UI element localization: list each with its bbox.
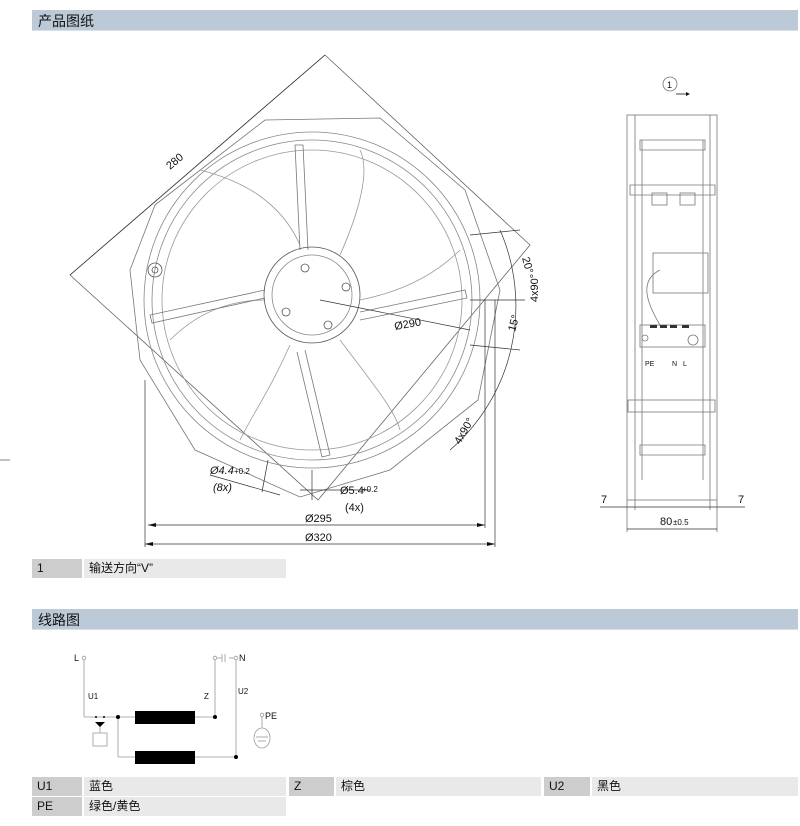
label-u2: U2 <box>238 687 249 696</box>
dim-20deg: 20° <box>519 256 535 275</box>
svg-text:(8x): (8x) <box>213 482 232 494</box>
label-u1: U1 <box>88 692 99 701</box>
dim-290: Ø290 <box>393 316 422 332</box>
hub <box>263 246 361 344</box>
section-header-drawing: 产品图纸 <box>32 10 798 31</box>
wire-key: U1 <box>32 777 82 796</box>
section-header-wiring: 线路图 <box>32 609 798 630</box>
svg-text:±0.5: ±0.5 <box>673 518 689 527</box>
housing-ring <box>143 131 481 469</box>
label-l: L <box>74 653 79 663</box>
wire-key: PE <box>32 797 82 816</box>
side-right-dim: 7 <box>738 494 744 506</box>
dim-320: Ø320 <box>305 532 332 544</box>
svg-text:(4x): (4x) <box>345 502 364 514</box>
winding-aux <box>135 751 195 764</box>
fan-blades <box>169 149 461 441</box>
wire-key: Z <box>289 777 334 796</box>
dim-4x90-a: 4x90° <box>529 274 541 302</box>
terminal-l: L <box>683 361 687 368</box>
product-drawing: 280 20° 4x90° 15° Ø290 4x90° Ø4.4 +0.2 (… <box>0 54 745 547</box>
dimension-lines <box>69 54 525 547</box>
svg-text:+0.2: +0.2 <box>362 485 378 494</box>
legend-value: 输送方向“V” <box>84 559 286 578</box>
hole-large: Ø5.4 <box>340 485 364 497</box>
dim-square: 280 <box>164 151 186 172</box>
wire-color: 棕色 <box>336 777 541 796</box>
direction-marker: 1 <box>667 80 672 90</box>
wire-color: 蓝色 <box>84 777 286 796</box>
legend-key: 1 <box>32 559 82 578</box>
label-n: N <box>239 653 246 663</box>
label-pe: PE <box>265 711 277 721</box>
side-width-dim: 80 <box>660 516 672 528</box>
wire-color: 黑色 <box>592 777 798 796</box>
struts <box>149 144 468 458</box>
terminal-n: N <box>672 361 677 368</box>
winding-main <box>135 711 195 724</box>
label-z: Z <box>204 692 209 701</box>
svg-text:+0.2: +0.2 <box>234 467 250 476</box>
terminal-pe: PE <box>645 361 655 368</box>
dim-295: Ø295 <box>305 513 332 525</box>
dim-4x90-b: 4x90° <box>452 416 477 446</box>
section-title: 线路图 <box>38 612 80 628</box>
side-left-dim: 7 <box>601 494 607 506</box>
wire-color: 绿色/黄色 <box>84 797 286 816</box>
section-title: 产品图纸 <box>38 13 94 29</box>
dim-15deg: 15° <box>506 314 522 333</box>
wire-key: U2 <box>544 777 590 796</box>
side-view <box>600 76 745 532</box>
hole-small: Ø4.4 <box>209 465 234 477</box>
housing-outline <box>129 117 501 498</box>
